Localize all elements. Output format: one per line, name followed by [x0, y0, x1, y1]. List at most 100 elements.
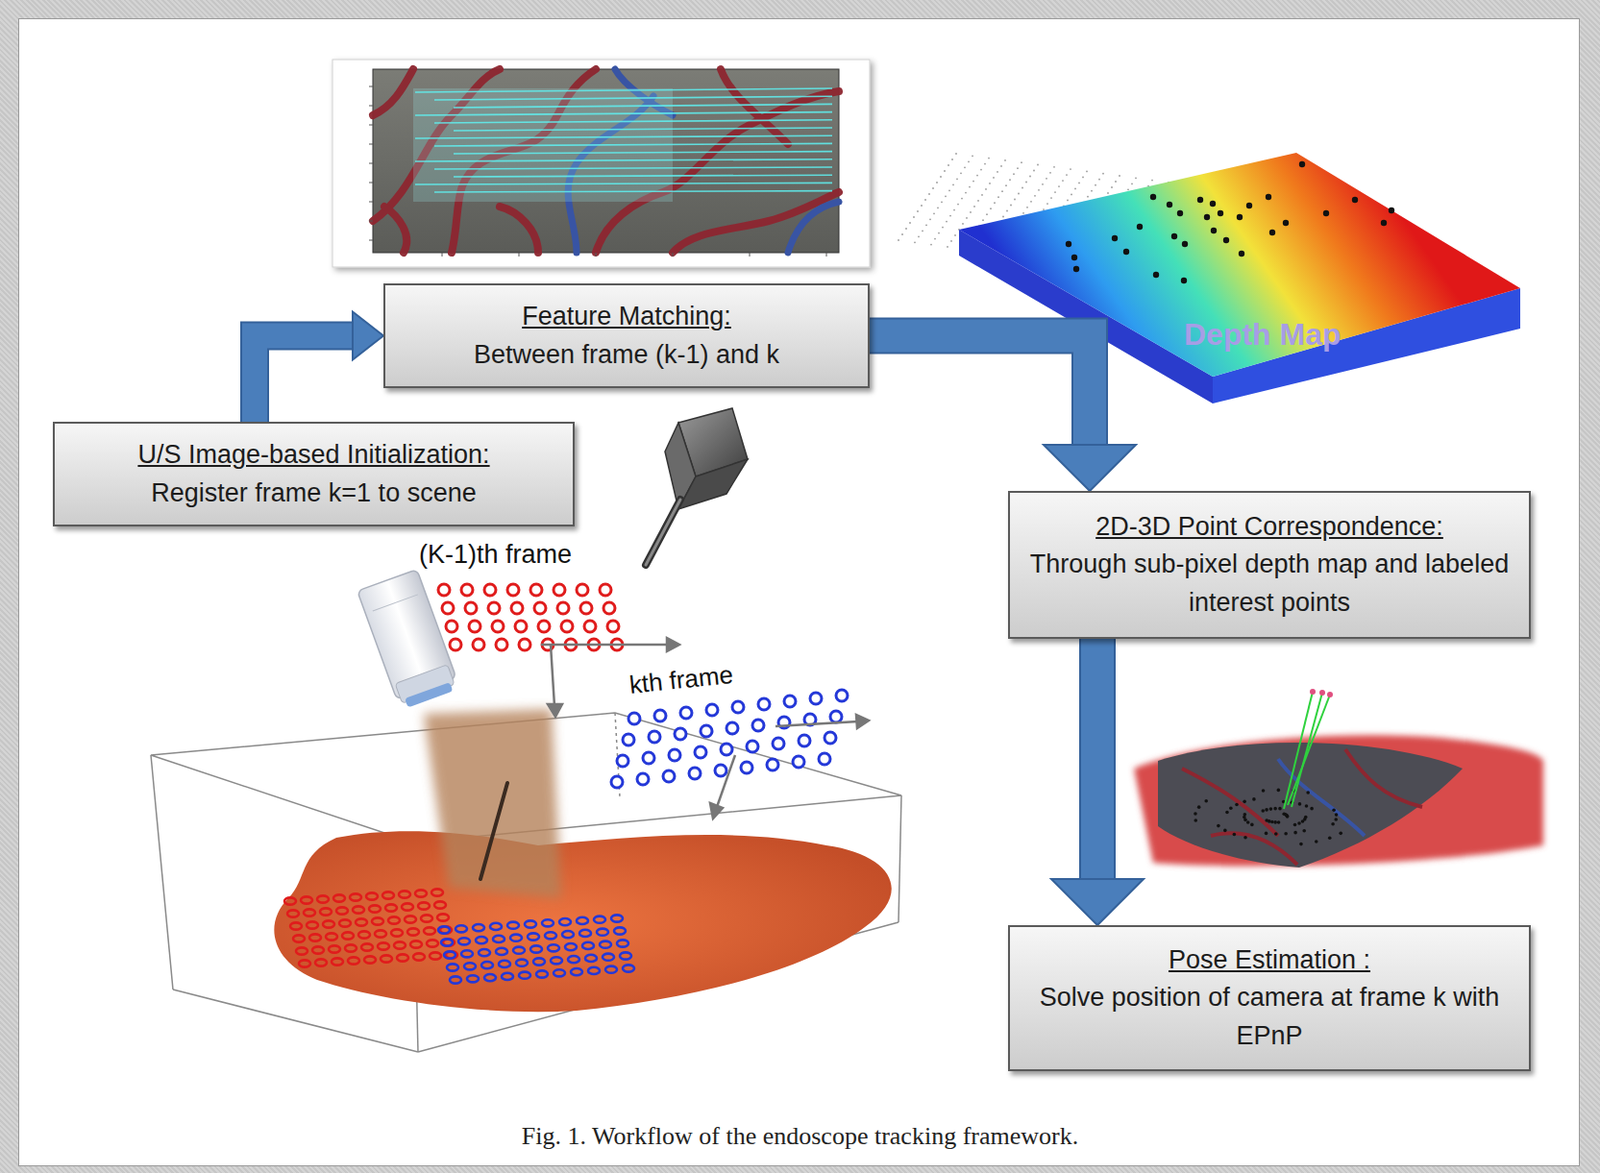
arrow-outline: [1079, 639, 1116, 880]
tracking-scene: [298, 960, 311, 967]
pose-render: [1281, 812, 1286, 816]
depth-map-plot: [1049, 172, 1052, 174]
tracking-scene: [547, 704, 563, 717]
matching-screenshot: [453, 174, 833, 177]
tracking-scene: [547, 944, 560, 952]
tracking-scene: [689, 767, 701, 780]
depth-map-plot: [1070, 194, 1073, 197]
pose-render: [1302, 829, 1306, 834]
depth-map-plot: [997, 196, 1000, 198]
tracking-scene: [714, 764, 727, 777]
pose-render: [1193, 812, 1198, 816]
depth-map-plot: [1236, 214, 1243, 221]
tracking-scene: [642, 752, 655, 764]
tracking-scene: [510, 935, 522, 942]
tracking-scene: [443, 951, 456, 959]
tracking-scene: [295, 947, 308, 955]
depth-map-plot: [1017, 193, 1020, 196]
tracking-scene: [614, 927, 626, 935]
box-body: Between frame (k-1) and k: [473, 336, 780, 374]
tracking-scene: [544, 932, 557, 939]
depth-map-plot: [905, 227, 908, 230]
tracking-scene: [438, 584, 450, 596]
tracking-scene: [315, 959, 327, 966]
depth-map-plot: [1246, 202, 1253, 209]
pose-render: [1331, 808, 1336, 813]
tracking-scene: [309, 934, 321, 941]
tracking-scene: [461, 950, 473, 958]
pose-render: [1287, 694, 1330, 806]
arrow-heads: [1043, 444, 1136, 492]
depth-map-plot: [925, 223, 928, 226]
process-box: Feature Matching:Between frame (k-1) and…: [383, 283, 870, 389]
matching-screenshot: [369, 105, 373, 107]
process-box: Pose Estimation :Solve position of camer…: [1008, 925, 1531, 1072]
tracking-scene: [536, 970, 548, 978]
tracking-scene: [357, 569, 461, 712]
depth-map-plot: [1016, 167, 1019, 170]
depth-map-plot: [1069, 168, 1072, 171]
pose-render: [1305, 790, 1310, 795]
depth-map-plot: [924, 198, 927, 201]
tracking-scene: [553, 584, 566, 596]
matching-screenshot: [415, 182, 833, 185]
tracking-scene: [438, 914, 635, 984]
depth-map-plot: [947, 164, 950, 167]
depth-map-plot: [972, 180, 975, 183]
depth-map-plot: [1005, 184, 1008, 187]
pose-render: [1327, 691, 1333, 698]
tracking-scene: [550, 644, 555, 707]
tracking-scene: [810, 692, 822, 705]
tracking-scene: [585, 955, 597, 962]
depth-map-plot: [952, 183, 955, 186]
tracking-scene: [393, 941, 406, 949]
tracking-scene: [533, 958, 545, 965]
matching-screenshot: [442, 252, 444, 257]
tracking-scene: [388, 916, 400, 924]
depth-map-plot: [949, 215, 952, 218]
tracking-scene: [507, 584, 519, 596]
tracking-scene: [527, 933, 540, 940]
pose-render: [1304, 815, 1308, 820]
matching-screenshot: [372, 69, 839, 253]
pose-render: [1298, 802, 1303, 807]
depth-map-plot: [1217, 210, 1224, 217]
tracking-scene: [455, 925, 468, 933]
matching-screenshot: [332, 59, 870, 268]
tracking-scene: [438, 584, 623, 651]
tracking-scene: [616, 755, 629, 767]
pose-render: [1273, 807, 1278, 812]
tracking-scene: [371, 917, 384, 925]
pose-render: [1309, 807, 1314, 812]
pose-render: [1283, 691, 1330, 810]
depth-map-plot: [941, 226, 944, 229]
tracking-scene: [273, 831, 891, 1012]
tracking-scene: [752, 719, 764, 732]
depth-map-plot: [1065, 161, 1395, 284]
tracking-scene: [576, 917, 589, 925]
matching-screenshot: [369, 124, 373, 126]
tracking-scene: [772, 738, 785, 750]
matching-screenshot: [499, 206, 539, 253]
depth-map-plot: [984, 163, 986, 166]
depth-map-plot: [939, 175, 942, 178]
depth-map-plot: [936, 206, 939, 209]
tracking-scene: [599, 584, 612, 596]
depth-map-plot: [1265, 194, 1272, 200]
matching-screenshot: [369, 182, 373, 184]
depth-map-plot: [1001, 190, 1004, 193]
tracking-scene: [511, 602, 523, 615]
tracking-scene: [458, 937, 470, 945]
tracking-scene: [515, 620, 527, 633]
tracking-scene: [480, 783, 508, 880]
figure-label: (K-1)th frame: [418, 540, 572, 570]
tracking-scene: [420, 914, 433, 922]
tracking-scene: [645, 499, 681, 566]
tracking-scene: [320, 908, 332, 915]
tracking-scene: [484, 974, 496, 982]
matching-screenshot: [749, 252, 751, 257]
pose-render: [1261, 788, 1266, 793]
depth-map-plot: [960, 172, 962, 174]
tracking-scene: [344, 944, 357, 952]
pose-render: [1260, 809, 1265, 813]
